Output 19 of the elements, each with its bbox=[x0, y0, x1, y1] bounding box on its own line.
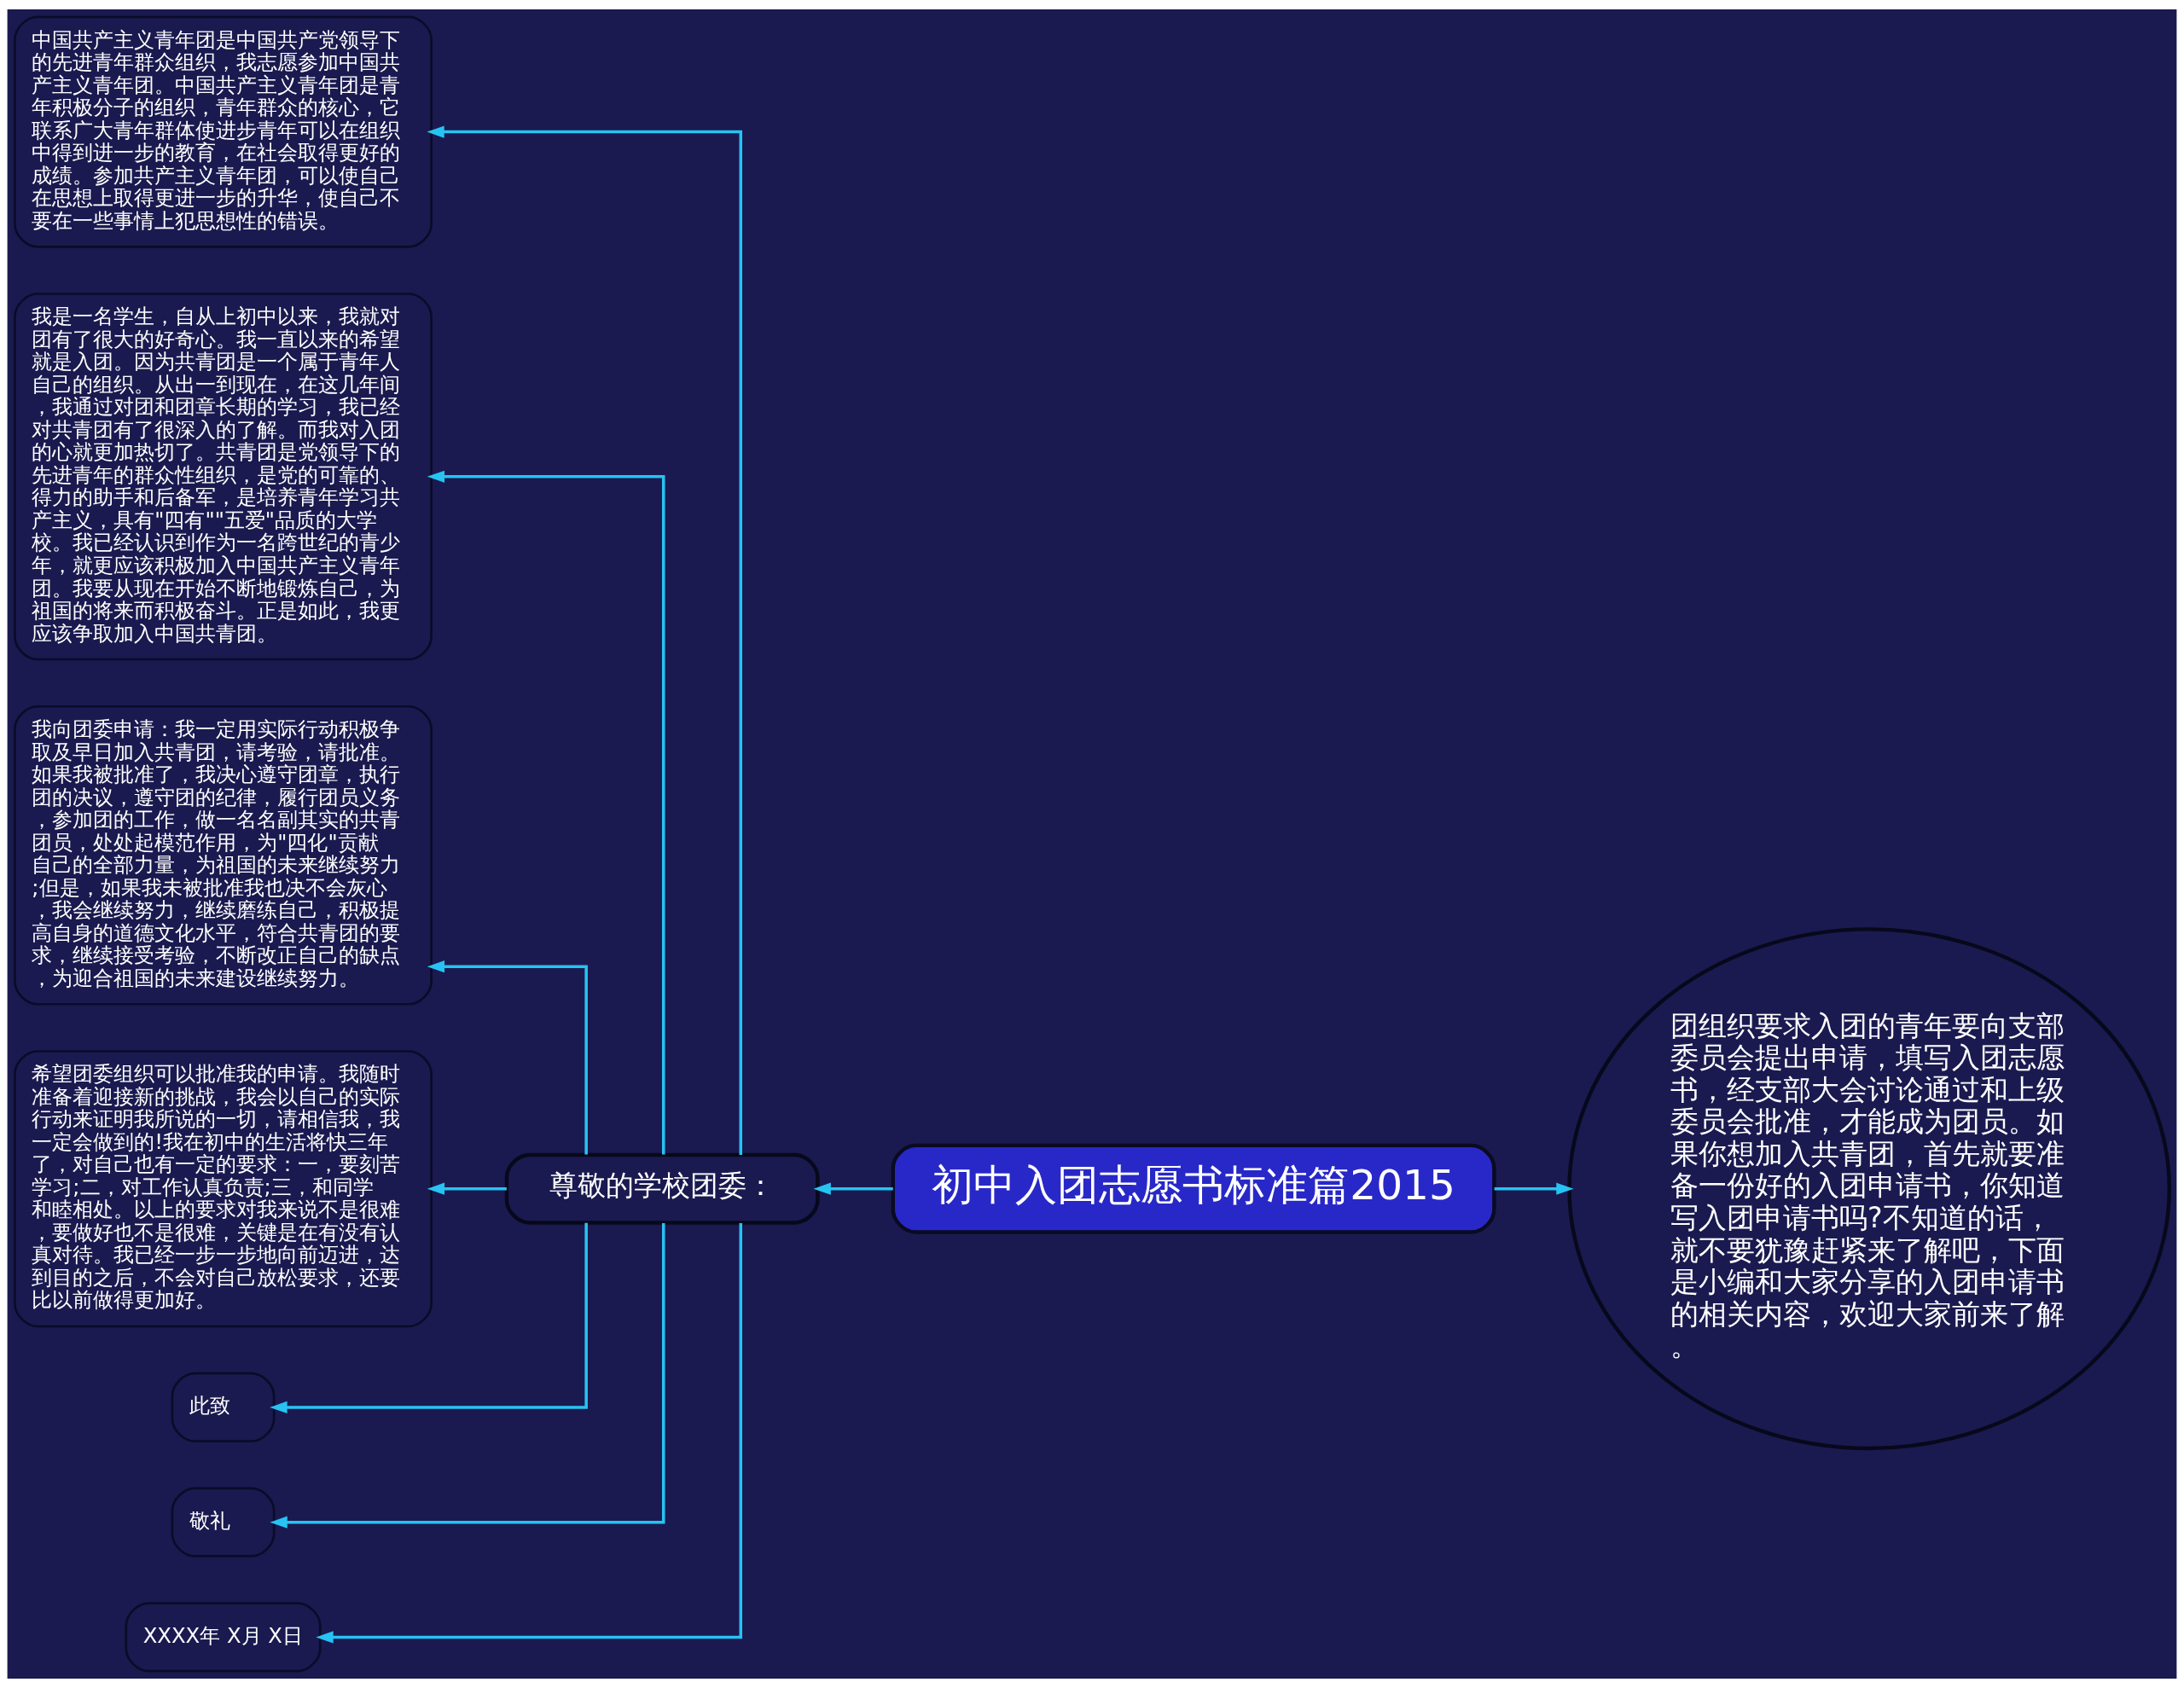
node-box: 此致 bbox=[171, 1372, 276, 1442]
arrow bbox=[813, 1182, 893, 1195]
arrow bbox=[316, 1223, 743, 1644]
node-box: 尊敬的学校团委： bbox=[504, 1152, 820, 1225]
node-ellipse: 团组织要求入团的青年要向支部委员会提出申请，填写入团志愿书，经支部大会讨论通过和上级委员会批准，才能成为团员。如果你想加入共青团，首先就要准备一份好的入团申请书，你知道写入团申请书吗?不知道的话，就不要犹豫赶紧来了解吧，下面是小编和大家分享的入团申请书的相关内容，欢迎大家前来了解。 bbox=[1567, 927, 2171, 1451]
node-box: 敬礼 bbox=[171, 1487, 276, 1557]
node-box: 中国共产主义青年团是中国共产党领导下的先进青年群众组织，我志愿参加中国共产主义青年团。中国共产主义青年团是青年积极分子的组织，青年群众的核心，它联系广大青年群体使进步青年可以在组织中得到进一步的教育，在社会取得更好的成绩。参加共产主义青年团，可以使自己在思想上取得更进一步的升华，使自己不要在一些事情上犯思想性的错误。 bbox=[14, 15, 433, 248]
arrow bbox=[427, 125, 743, 1155]
arrow bbox=[270, 1222, 588, 1414]
arrow bbox=[270, 1223, 665, 1528]
arrow bbox=[427, 960, 588, 1155]
node-box: 我向团委申请：我一定用实际行动积极争取及早日加入共青团，请考验，请批准。如果我被批准了，我决心遵守团章，执行团的决议，遵守团的纪律，履行团员义务，参加团的工作，做一名名副其实的共青团员，处处起模范作用，为"四化"贡献自己的全部力量，为祖国的未来继续努力;但是，如果我未被批准我也决不会灰心，我会继续努力，继续磨练自己，积极提高自身的道德文化水平，符合共青团的要求，继续接受考验，不断改正自己的缺点，为迎合祖国的未来建设继续努力。 bbox=[14, 705, 433, 1006]
node-box: 希望团委组织可以批准我的申请。我随时准备着迎接新的挑战，我会以自己的实际行动来证明我所说的一切，请相信我，我一定会做到的!我在初中的生活将快三年了，对自己也有一定的要求：一，要刻苦学习;二，对工作认真负责;三，和同学和睦相处。以上的要求对我来说不是很难，要做好也不是很难，关键是在有没有认真对待。我已经一步一步地向前迈进，达到目的之后，不会对自己放松要求，还要比以前做得更加好。 bbox=[14, 1050, 433, 1328]
node-box: XXXX年 X月 X日 bbox=[125, 1602, 322, 1673]
arrow bbox=[427, 1182, 507, 1195]
arrow bbox=[427, 470, 665, 1155]
node-box: 初中入团志愿书标准篇2015 bbox=[891, 1143, 1496, 1234]
node-box: 我是一名学生，自从上初中以来，我就对团有了很大的好奇心。我一直以来的希望就是入团。因为共青团是一个属于青年人自己的组织。从出一到现在，在这几年间，我通过对团和团章长期的学习，我已经对共青团有了很深入的了解。而我对入团的心就更加热切了。共青团是党领导下的先进青年的群众性组织，是党的可靠的、得力的助手和后备军，是培养青年学习共产主义，具有"四有""五爱"品质的大学校。我已经认识到作为一名跨世纪的青少年，就更应该积极加入中国共产主义青年团。我要从现在开始不断地锻炼自己，为祖国的将来而积极奋斗。正是如此，我更应该争取加入中国共青团。 bbox=[14, 293, 433, 661]
arrow bbox=[1494, 1182, 1574, 1195]
